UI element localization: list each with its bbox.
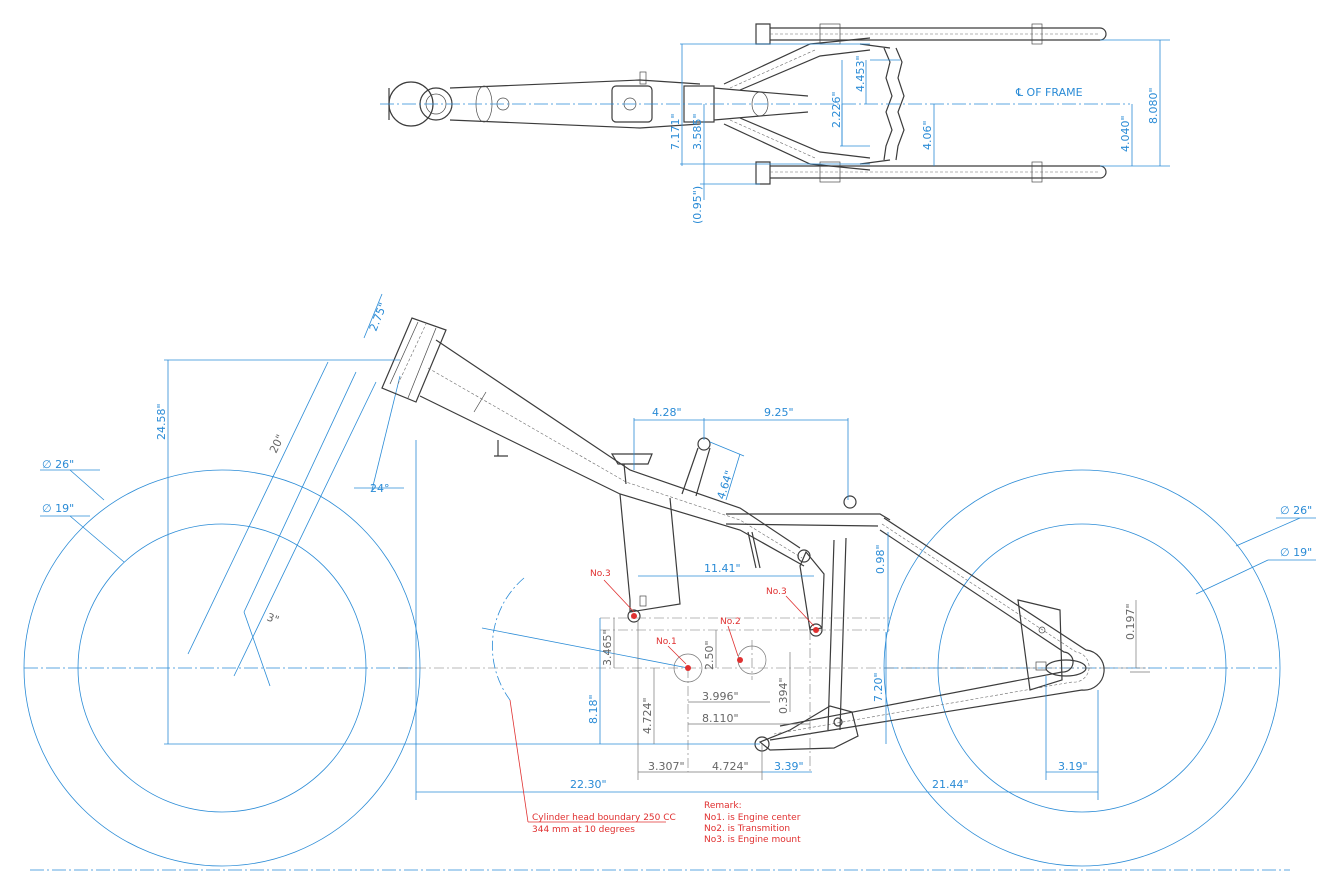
dim-818: 8.18" <box>587 694 600 724</box>
dim-phi26-right: ∅ 26" <box>1280 504 1312 517</box>
dim-925: 9.25" <box>764 406 794 419</box>
remark-line3: No3. is Engine mount <box>704 835 801 845</box>
dim-3585: 3.585" <box>691 113 704 150</box>
dim-250: 2.50" <box>703 640 716 670</box>
dim-339: 3.39" <box>774 760 804 773</box>
dim-phi19-right: ∅ 19" <box>1280 546 1312 559</box>
fork-geometry: 20" 3" 24° <box>187 361 404 687</box>
dim-2226: 2.226" <box>830 91 843 128</box>
dim-098: 0.98" <box>874 544 887 574</box>
dim-8110: 8.110" <box>702 712 739 725</box>
dim-20: 20" <box>267 432 287 455</box>
dim-2458: 24.58" <box>155 403 168 440</box>
dim-phi19-left: ∅ 19" <box>42 502 74 515</box>
top-view: ℄ OF FRAME 4.453" 2.226" 4.06" 4.040" 8.… <box>380 23 1170 224</box>
dim-3: 3" <box>265 611 281 627</box>
dim-4724v: 4.724" <box>641 697 654 734</box>
dim-428: 4.28" <box>652 406 682 419</box>
remark-line1: No1. is Engine center <box>704 813 801 823</box>
side-view: 20" 3" 24° <box>23 293 1316 871</box>
cylinder-note-line1: Cylinder head boundary 250 CC <box>532 813 676 823</box>
cylinder-note-line2: 344 mm at 10 degrees <box>532 825 635 835</box>
front-wheel <box>23 469 421 867</box>
top-view-dimensions: 4.453" 2.226" 4.06" 4.040" 8.080" 7.171"… <box>669 39 1170 224</box>
dim-464: 4.64" <box>714 469 735 501</box>
dim-phi26-left: ∅ 26" <box>42 458 74 471</box>
dim-406: 4.06" <box>921 120 934 150</box>
dim-3307: 3.307" <box>648 760 685 773</box>
dim-1141: 11.41" <box>704 562 741 575</box>
dim-319: 3.19" <box>1058 760 1088 773</box>
dim-275: 2.75" <box>367 301 390 333</box>
engine-callouts: No.3 No.1 No.2 No.3 Cylinder head bounda… <box>509 569 819 845</box>
dim-4724h: 4.724" <box>712 760 749 773</box>
dim-8080: 8.080" <box>1147 87 1160 124</box>
callout-no2: No.2 <box>720 617 741 627</box>
dim-720: 7.20" <box>872 672 885 702</box>
callout-no3-right: No.3 <box>766 587 787 597</box>
dim-2230: 22.30" <box>570 778 607 791</box>
dim-7171: 7.171" <box>669 113 682 150</box>
engine-layout <box>481 577 890 772</box>
dim-095: (0.95") <box>691 186 704 224</box>
side-view-frame <box>381 317 1105 752</box>
dim-24deg: 24° <box>370 482 390 495</box>
dim-4040: 4.040" <box>1119 115 1132 152</box>
dim-0394: 0.394" <box>777 677 790 714</box>
dim-2144: 21.44" <box>932 778 969 791</box>
side-view-dimensions: 24.58" 2.75" ∅ 26" ∅ 19" ∅ 26" ∅ 19" 4.2… <box>40 293 1316 800</box>
dim-4453: 4.453" <box>854 55 867 92</box>
callout-no3-left: No.3 <box>590 569 611 579</box>
remark-line2: No2. is Transmition <box>704 824 790 834</box>
dim-0197: 0.197" <box>1124 603 1137 640</box>
dim-3996: 3.996" <box>702 690 739 703</box>
callout-no1: No.1 <box>656 637 677 647</box>
dim-3465: 3.465" <box>601 629 614 666</box>
centerline-label: ℄ OF FRAME <box>1015 86 1083 99</box>
remark-title: Remark: <box>704 801 742 811</box>
